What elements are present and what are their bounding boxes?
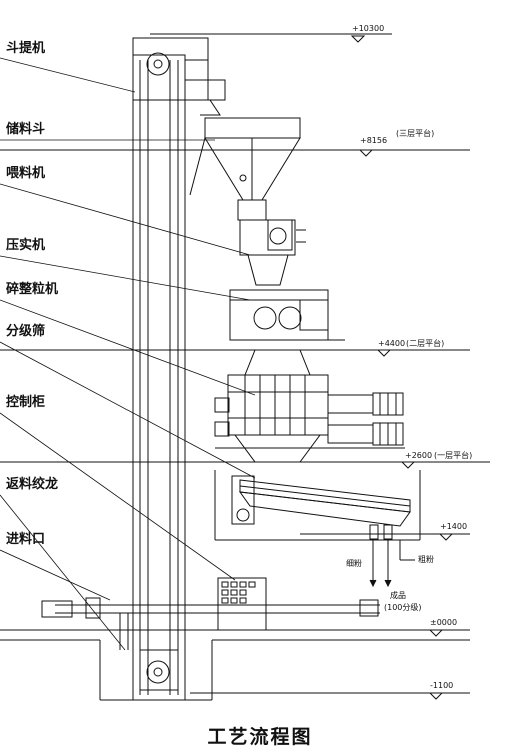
elevation-pit: -1100	[430, 681, 453, 690]
label-return-screw: 返料绞龙	[6, 476, 58, 492]
crusher-granulator	[214, 349, 405, 463]
elevation-marker-pit	[428, 692, 444, 700]
elevation-marker-floor2	[376, 349, 392, 357]
output-fine-label: 细粉	[346, 558, 362, 568]
leader-lines	[0, 57, 256, 651]
label-feed-inlet: 进料口	[6, 531, 45, 547]
label-grading-screen: 分级筛	[6, 323, 45, 339]
feeder	[239, 219, 306, 286]
label-compactor: 压实机	[6, 237, 45, 253]
label-feeder: 喂料机	[6, 165, 45, 181]
output-product-grade: (100分级)	[384, 602, 422, 612]
label-storage-hopper: 储料斗	[5, 121, 45, 137]
label-control-cabinet: 控制柜	[6, 394, 45, 410]
storage-hopper	[189, 117, 301, 221]
grading-screen	[214, 470, 421, 541]
bucket-elevator	[132, 37, 226, 701]
elevation-marker-ground	[428, 629, 444, 637]
elevation-floor3-note: (三层平台)	[396, 128, 434, 138]
elevation-marker-floor1	[400, 461, 416, 469]
elevation-floor2-note: (二层平台)	[406, 338, 444, 348]
elevation-ground: ±0000	[430, 618, 457, 627]
output-coarse-label: 粗粉	[418, 554, 434, 564]
elevation-marker-floor3	[358, 149, 374, 157]
elevation-floor1-note: (一层平台)	[434, 450, 472, 460]
control-cabinet	[217, 577, 267, 631]
elevation-floor2-value: +4400	[378, 339, 405, 348]
diagram-caption: 工艺流程图	[207, 726, 313, 748]
elevation-floor3-value: +8156	[360, 136, 387, 145]
label-crusher-granulator: 碎整粒机	[6, 281, 58, 297]
compactor	[229, 289, 345, 341]
elevation-marker-screen	[438, 533, 454, 541]
elevation-marker-top	[350, 35, 366, 43]
output-product-label: 成品	[390, 590, 406, 600]
elevator-pit	[0, 639, 470, 701]
label-bucket-elevator: 斗提机	[6, 40, 45, 56]
return-screw-conveyor	[41, 597, 380, 650]
output-arrows	[369, 540, 415, 588]
elevation-top: +10300	[352, 24, 384, 33]
elevation-screen: +1400	[440, 522, 467, 531]
elevation-floor1-value: +2600	[405, 451, 432, 460]
